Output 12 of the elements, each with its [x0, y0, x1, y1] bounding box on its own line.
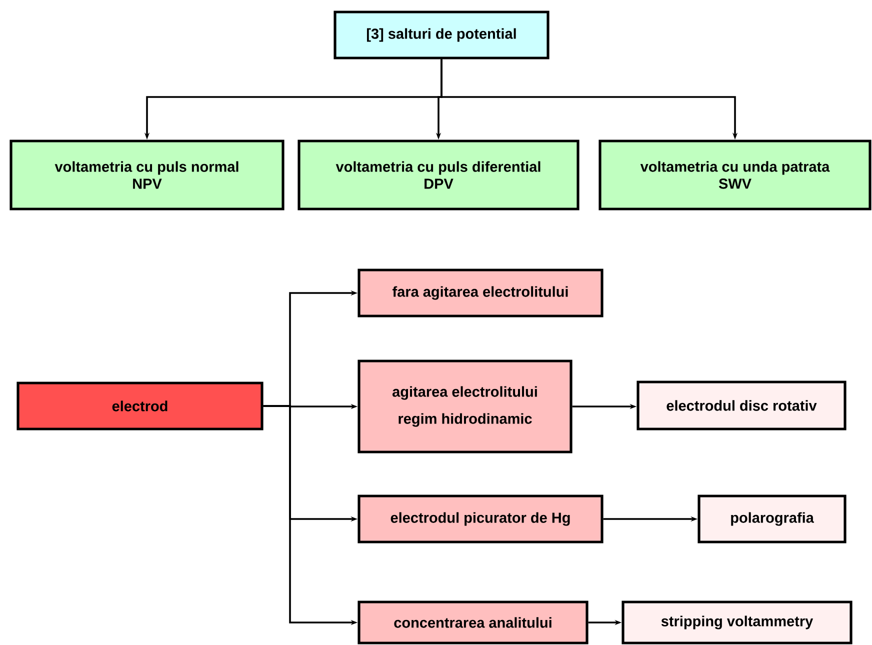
- method-box: voltametria cu puls diferential DPV: [298, 140, 580, 210]
- heading-box: [3] salturi de potential: [334, 10, 550, 60]
- root-box: electrod: [16, 382, 264, 430]
- result-box: polarografia: [698, 494, 846, 544]
- condition-box: electrodul picurator de Hg: [358, 494, 604, 544]
- result-box: electrodul disc rotativ: [636, 380, 846, 430]
- method-box: voltametria cu unda patrata SWV: [598, 140, 872, 210]
- condition-box: agitarea electrolitului regim hidrodinamic: [358, 360, 572, 454]
- condition-box: fara agitarea electrolitului: [358, 268, 604, 318]
- condition-box: concentrarea analitului: [358, 600, 588, 644]
- result-box: stripping voltammetry: [622, 600, 852, 644]
- method-box: voltametria cu puls normal NPV: [10, 140, 284, 210]
